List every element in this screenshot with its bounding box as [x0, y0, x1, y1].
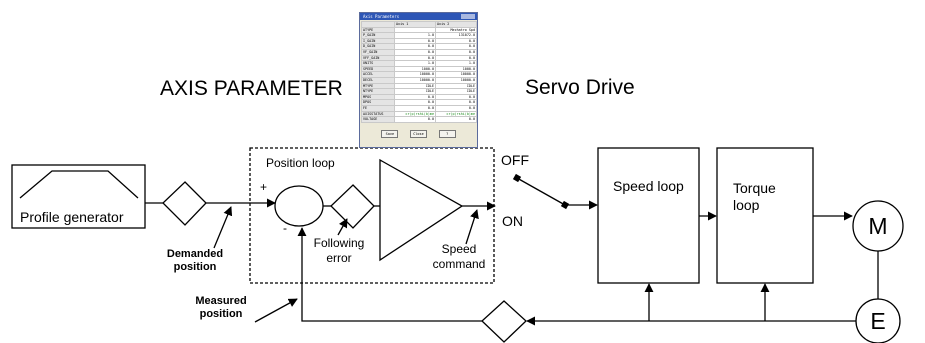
minus-sign: -: [283, 221, 287, 235]
window-buttons: Save Close ?: [360, 123, 477, 142]
profile-generator-label: Profile generator: [20, 209, 124, 225]
speed-loop-label: Speed loop: [613, 178, 684, 194]
parameter-value-cell[interactable]: 0.0: [435, 104, 477, 112]
servo-drive-title: Servo Drive: [525, 76, 635, 99]
parameter-value-cell[interactable]: 0.0: [435, 93, 477, 101]
parameter-value-cell[interactable]: 10000.0: [435, 76, 477, 84]
gain-amplifier: [379, 158, 464, 262]
close-button[interactable]: Close: [410, 129, 427, 138]
demanded-position-label: Demanded position: [166, 248, 224, 273]
help-button[interactable]: ?: [438, 129, 456, 138]
following-error-label: Following error: [313, 236, 365, 265]
parameter-value-cell[interactable]: 1.0: [435, 60, 477, 67]
parameter-value-cell[interactable]: 0.0: [435, 99, 477, 106]
encoder-label: E: [870, 308, 886, 334]
column-header: Axis 2: [435, 21, 477, 28]
speed-loop-box: [597, 147, 700, 284]
demand-diamond: [162, 181, 207, 226]
switch-lever: [516, 177, 566, 206]
parameter-value-cell[interactable]: 0.0: [394, 116, 436, 123]
position-loop-frame: [249, 147, 495, 284]
motor-label: M: [868, 213, 888, 239]
position-loop-label: Position loop: [266, 156, 335, 170]
speed-command-label: Speed command: [432, 242, 486, 271]
parameter-name-cell: VOLTAGE: [361, 116, 395, 123]
torque-loop-label: Torque loop: [733, 180, 776, 213]
measured-position-label: Measured position: [195, 295, 247, 320]
window-controls-icon[interactable]: [461, 14, 475, 19]
feedback-diamond: [481, 300, 527, 343]
parameter-value-cell[interactable]: cr(p)rshi(b)me: [435, 110, 477, 118]
window-title-bar: Axis Parameters: [360, 13, 477, 20]
axis-parameter-title: AXIS PARAMETER: [160, 77, 343, 100]
velocity-profile-icon: [19, 170, 139, 199]
parameter-value-cell[interactable]: 10000.0: [435, 71, 477, 78]
plus-sign: +: [260, 180, 268, 194]
summing-junction: [274, 185, 324, 227]
parameter-value-cell[interactable]: IDLE: [435, 82, 477, 90]
parameter-value-cell[interactable]: 1000.0: [435, 65, 477, 73]
switch-off-label: OFF: [501, 152, 529, 168]
error-diamond: [330, 184, 375, 229]
parameter-value-cell[interactable]: IDLE: [435, 88, 477, 95]
switch-on-label: ON: [502, 213, 523, 229]
save-button[interactable]: Save: [381, 129, 399, 138]
window-title: Axis Parameters: [363, 14, 400, 19]
profile-generator-box: [11, 164, 146, 229]
torque-loop-box: [716, 147, 814, 284]
parameter-value-cell[interactable]: 0.0: [435, 116, 477, 123]
